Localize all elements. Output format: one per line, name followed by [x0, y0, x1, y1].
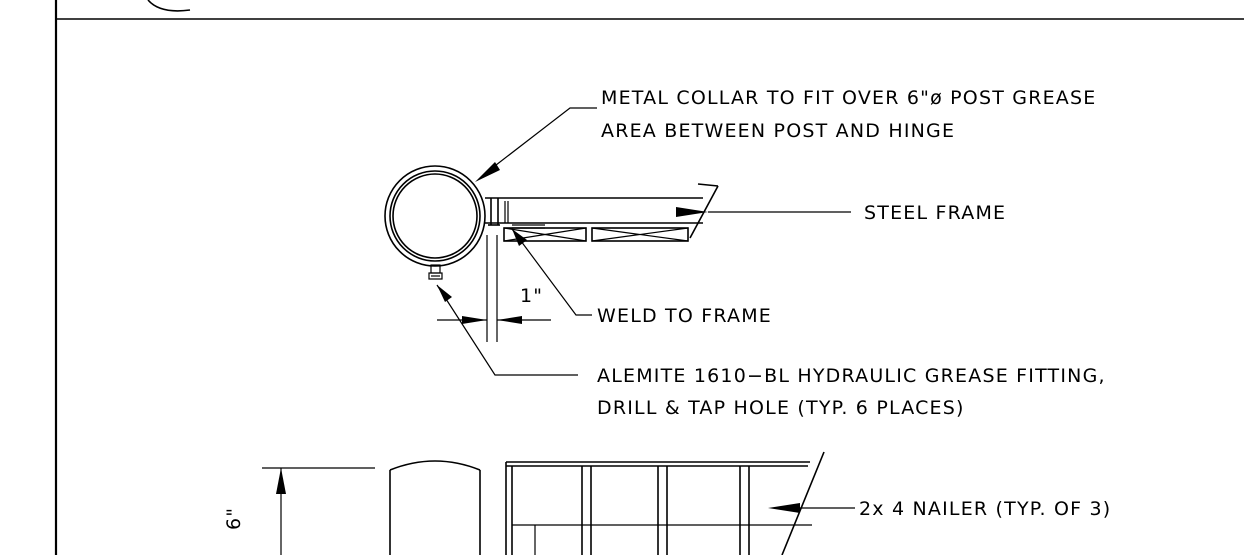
fitting-note-line2: DRILL & TAP HOLE (TYP. 6 PLACES): [597, 397, 965, 419]
weld-symbol: [504, 201, 545, 229]
post-elevation: [389, 460, 481, 555]
nailer-label: 2x 4 NAILER (TYP. OF 3): [859, 498, 1111, 520]
steel-frame-leader: [676, 207, 851, 217]
weld-label: WELD TO FRAME: [597, 305, 772, 327]
nailer-leader: [768, 503, 855, 513]
post-collar: [384, 165, 486, 267]
collar-note-line1: METAL COLLAR TO FIT OVER 6"ø POST GREASE: [601, 87, 1096, 109]
fitting-leader: [436, 284, 578, 376]
height-dimension-label: 6": [223, 507, 245, 530]
gate-elevation: [505, 451, 825, 555]
height-dimension: [262, 467, 375, 555]
collar-note-line2: AREA BETWEEN POST AND HINGE: [601, 120, 955, 142]
steel-frame-label: STEEL FRAME: [864, 202, 1006, 224]
gap-dimension-label: 1": [520, 285, 543, 307]
sheet-border: [54, 0, 1244, 555]
fitting-note-line1: ALEMITE 1610−BL HYDRAULIC GREASE FITTING…: [597, 365, 1106, 387]
weld-leader: [511, 228, 592, 316]
nailer-boxes: [503, 227, 689, 242]
collar-leader: [475, 107, 597, 182]
gap-dimension: [437, 235, 551, 342]
grease-fitting: [428, 264, 443, 280]
